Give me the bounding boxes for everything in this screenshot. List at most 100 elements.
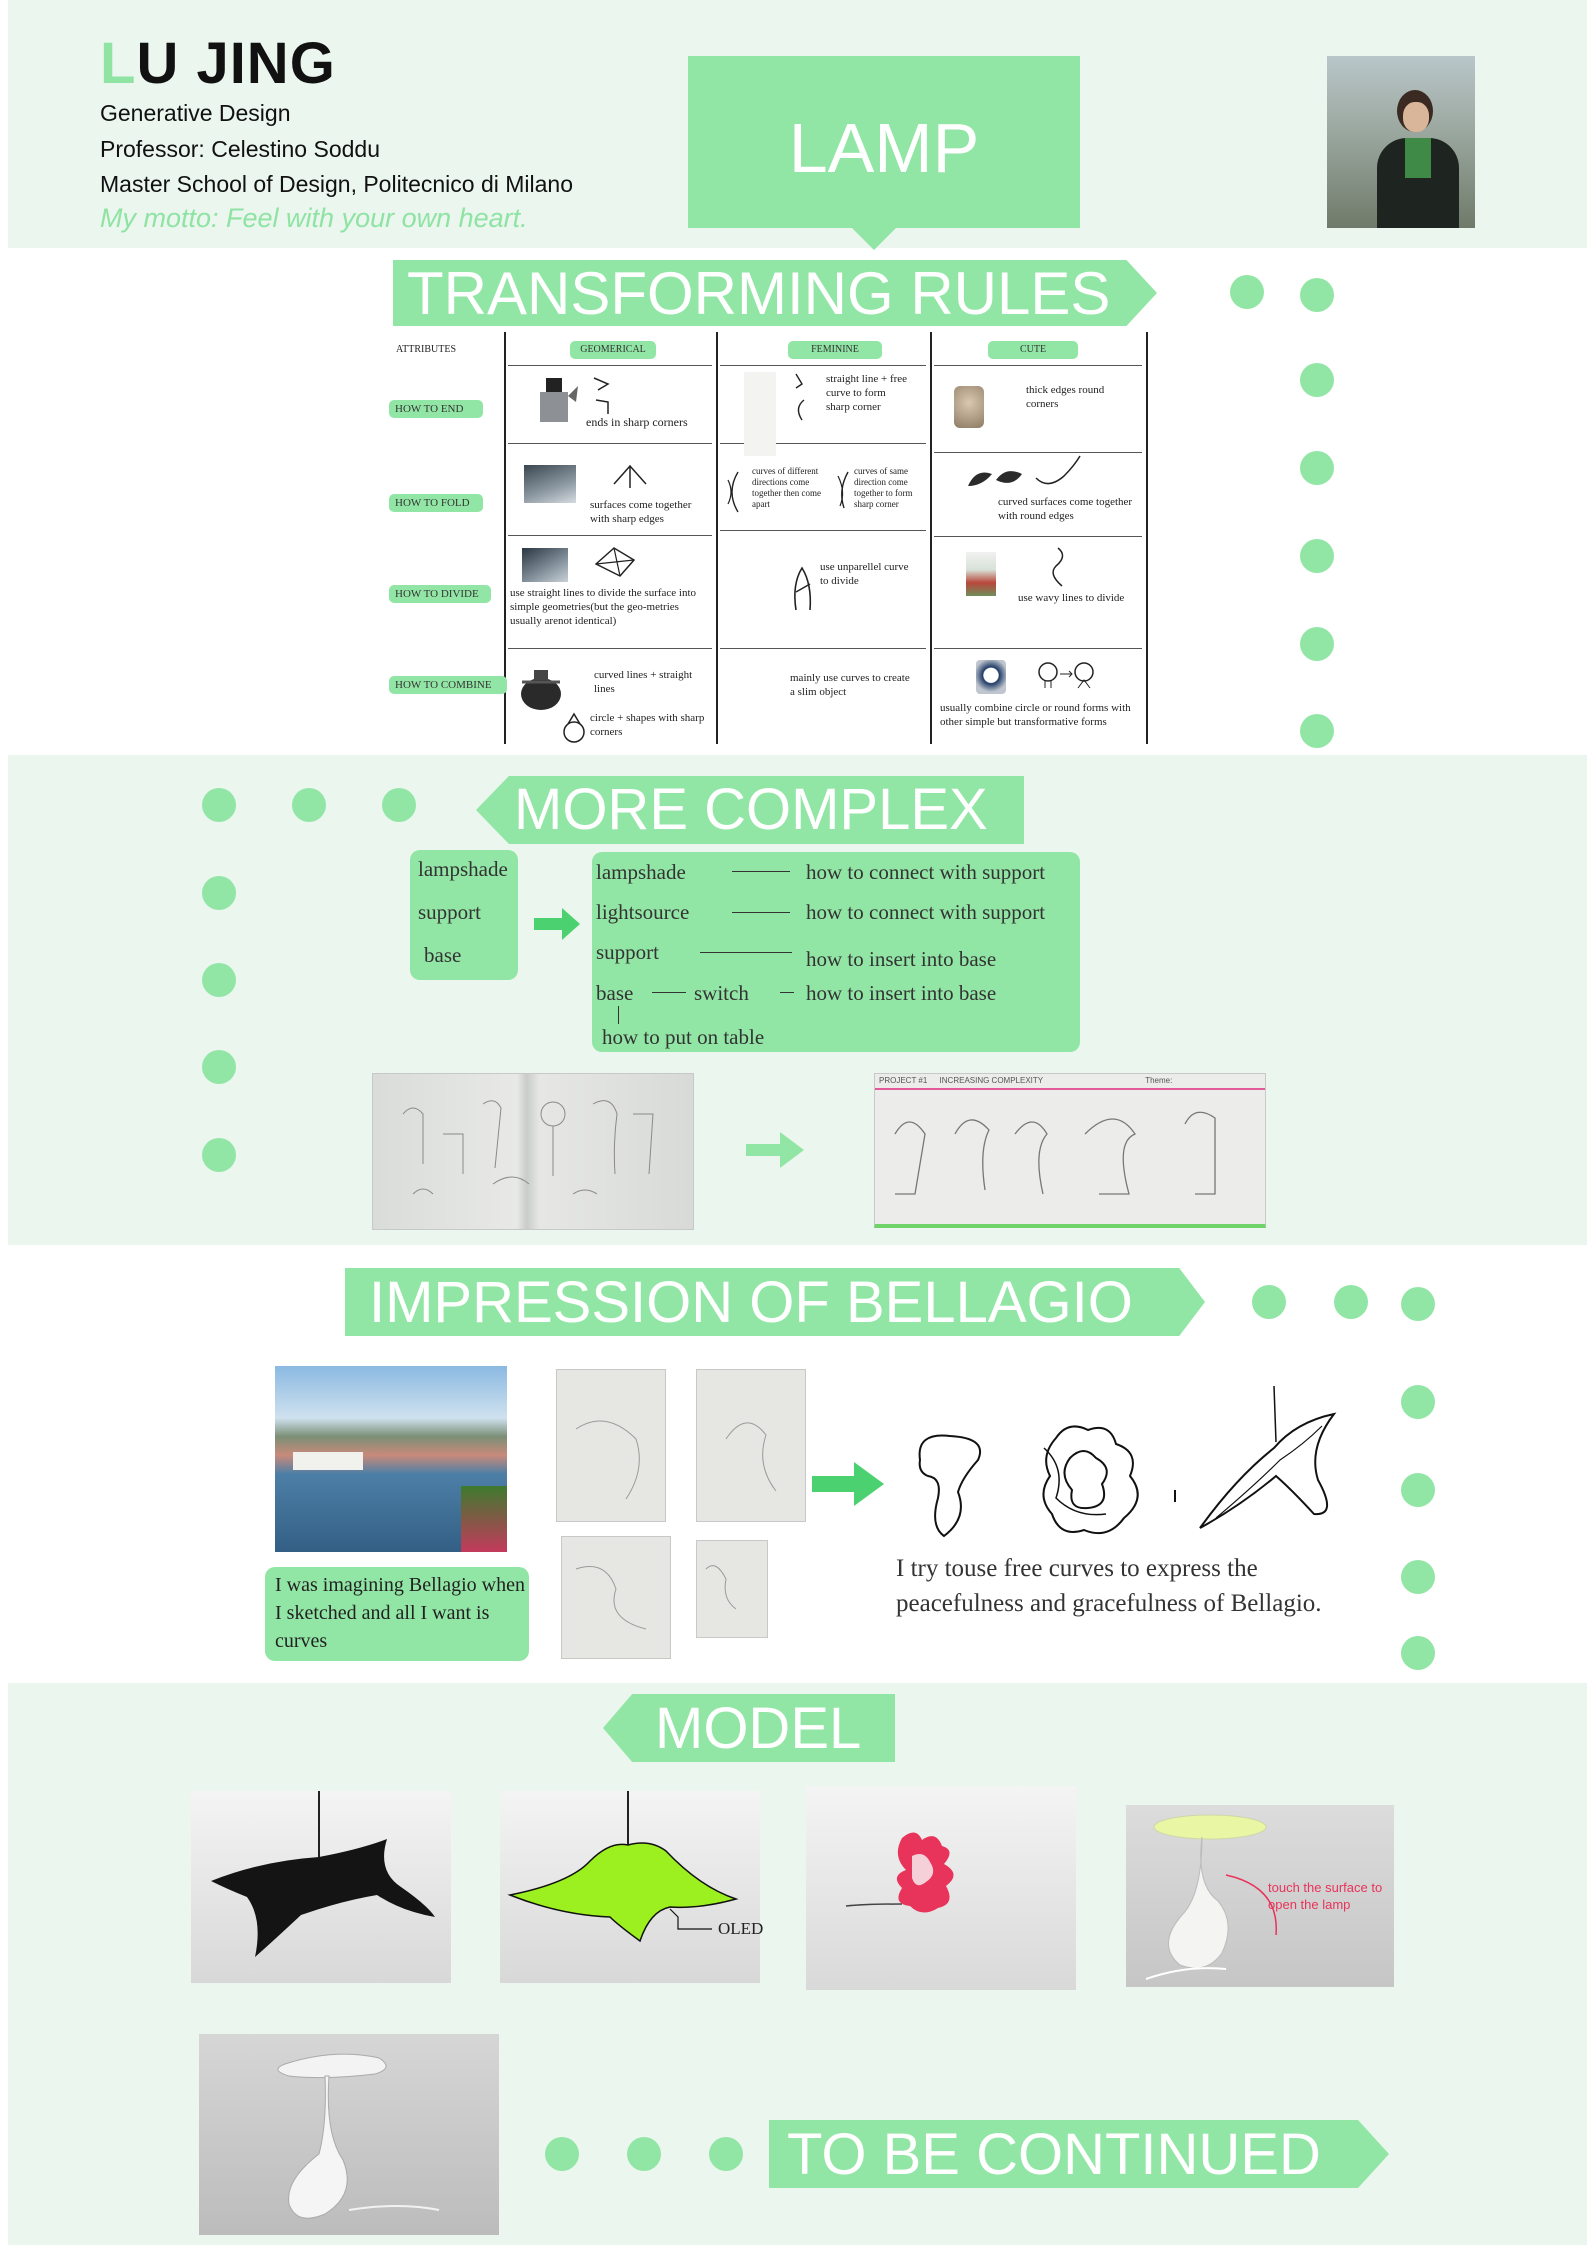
cute-divide-text: use wavy lines to divide: [1018, 592, 1125, 604]
model-render-touch: touch the surface to open the lamp: [1126, 1805, 1394, 1987]
sketch-separator: [1174, 1490, 1176, 1502]
bellagio-photo-boat: [293, 1452, 363, 1470]
table-rule: [934, 365, 1142, 366]
connection-lampshade-detail: how to connect with support: [806, 860, 1046, 884]
connection-switch: switch: [694, 981, 749, 1005]
row-header-fold: HOW TO FOLD: [389, 494, 483, 512]
geo-fold-text: surfaces come together with sharp edges: [590, 499, 692, 525]
bellagio-sketch-4: [696, 1540, 768, 1638]
table-rule: [508, 443, 712, 444]
geo-end-text: ends in sharp corners: [586, 415, 688, 429]
bellagio-sketch-1: [556, 1369, 666, 1522]
decor-dot: [202, 1138, 236, 1172]
bellagio-statement-line-1: I try touse free curves to express the: [896, 1555, 1258, 1582]
bellagio-title-banner: IMPRESSION OF BELLAGIO: [345, 1268, 1205, 1336]
free-curve-sketch-1: [918, 1434, 981, 1538]
table-rule: [934, 536, 1142, 537]
connection-lightsource-detail: how to connect with support: [806, 900, 1046, 924]
decor-dot: [202, 788, 236, 822]
project-title: LAMP: [788, 109, 980, 187]
connector-line: [618, 1006, 619, 1024]
fem-divide-text: use unparellel curve to divide: [820, 561, 909, 587]
row-header-divide: HOW TO DIVIDE: [389, 585, 491, 603]
decor-dot: [202, 876, 236, 910]
model-render-touch-shape: [1145, 1814, 1277, 1980]
table-divider: [716, 332, 718, 744]
connector-line: [700, 952, 792, 953]
bellagio-statement-line-2: peacefulness and gracefulness of Bellagi…: [896, 1590, 1322, 1617]
model-render-oled-shape: [507, 1791, 739, 1943]
model-render-black-shape: [211, 1791, 435, 1957]
sharp-corner-sketch: [593, 377, 610, 414]
bellagio-photo: [275, 1366, 507, 1552]
decor-dot: [292, 788, 326, 822]
bellagio-title: IMPRESSION OF BELLAGIO: [369, 1270, 1133, 1335]
iron-pot-icon: [521, 670, 561, 710]
table-rule: [934, 452, 1142, 453]
component-base: base: [424, 943, 462, 967]
sheet-header-theme: Theme:: [1145, 1076, 1173, 1085]
school-name: Master School of Design, Politecnico di …: [100, 171, 574, 197]
decor-dot: [1401, 1636, 1435, 1670]
column-header-feminine: FEMININE: [788, 341, 882, 359]
decor-dot: [382, 788, 416, 822]
free-curve-sketch-3: [1199, 1386, 1337, 1529]
fem-end-text: straight line + free curve to form sharp…: [826, 373, 908, 413]
cute-divide-photo: [966, 552, 996, 596]
table-divider: [930, 332, 932, 744]
decor-dot: [1401, 1287, 1435, 1321]
decor-dot: [709, 2137, 743, 2171]
motto: My motto: Feel with your own heart.: [100, 203, 528, 233]
table-rule: [720, 443, 926, 444]
connection-table: how to put on table: [602, 1025, 765, 1049]
kettle-icon: [540, 378, 578, 422]
table-rule: [934, 648, 1142, 649]
connection-support-detail: how to insert into base: [806, 947, 997, 971]
connection-base: base: [596, 981, 634, 1005]
fold-sketch: [613, 464, 647, 488]
column-header-geometrical: GEOMERICAL: [570, 341, 656, 359]
decor-dot: [1300, 627, 1334, 661]
feminine-divide-sketch: [794, 566, 812, 611]
decor-dot: [1334, 1285, 1368, 1319]
decor-dot: [1401, 1560, 1435, 1594]
column-header-cute: CUTE: [988, 341, 1078, 359]
touch-hint-label: touch the surface to open the lamp: [1268, 1880, 1383, 1912]
arrow-right-icon: [812, 1462, 884, 1506]
divide-sketch: [594, 547, 636, 577]
model-render-oled: OLED: [500, 1791, 763, 1983]
table-rule: [508, 648, 712, 649]
author-photo-scarf: [1405, 138, 1431, 178]
sheet-header-project: PROJECT #1: [879, 1076, 928, 1085]
row-header-combine: HOW TO COMBINE: [389, 676, 507, 694]
cute-end-photo: [954, 386, 984, 428]
bellagio-photo-flowers: [461, 1486, 507, 1552]
decor-dot: [202, 963, 236, 997]
geo-combine-text-2: circle + shapes with sharp corners: [590, 712, 705, 738]
rules-title: TRANSFORMING RULES: [407, 260, 1111, 327]
arrow-right-icon: [534, 908, 580, 940]
bellagio-sketch-lines: [575, 1420, 777, 1630]
complex-title: MORE COMPLEX: [514, 777, 988, 842]
cute-fold-text: curved surfaces come together with round…: [998, 496, 1133, 522]
author-photo-face: [1403, 102, 1429, 132]
rules-title-banner: TRANSFORMING RULES: [393, 260, 1157, 326]
sheet-header-complexity: INCREASING COMPLEXITY: [939, 1076, 1043, 1085]
decor-dot: [1401, 1385, 1435, 1419]
decor-dot: [1300, 451, 1334, 485]
table-divider: [504, 332, 506, 744]
continued-title: TO BE CONTINUED: [787, 2122, 1321, 2187]
table-divider: [1146, 332, 1148, 744]
connections-box: [592, 852, 1080, 1052]
row-header-end: HOW TO END: [389, 400, 483, 418]
complex-title-banner: MORE COMPLEX: [476, 776, 1024, 844]
author-photo: [1327, 56, 1475, 228]
decor-dot: [1401, 1473, 1435, 1507]
bellagio-sketch-2: [696, 1369, 806, 1522]
table-rule: [508, 535, 712, 536]
model-title: MODEL: [655, 1696, 862, 1761]
combine-sketch: [563, 712, 585, 743]
table-rule: [720, 530, 926, 531]
course-name: Generative Design: [100, 100, 291, 126]
decor-dot: [1252, 1285, 1286, 1319]
